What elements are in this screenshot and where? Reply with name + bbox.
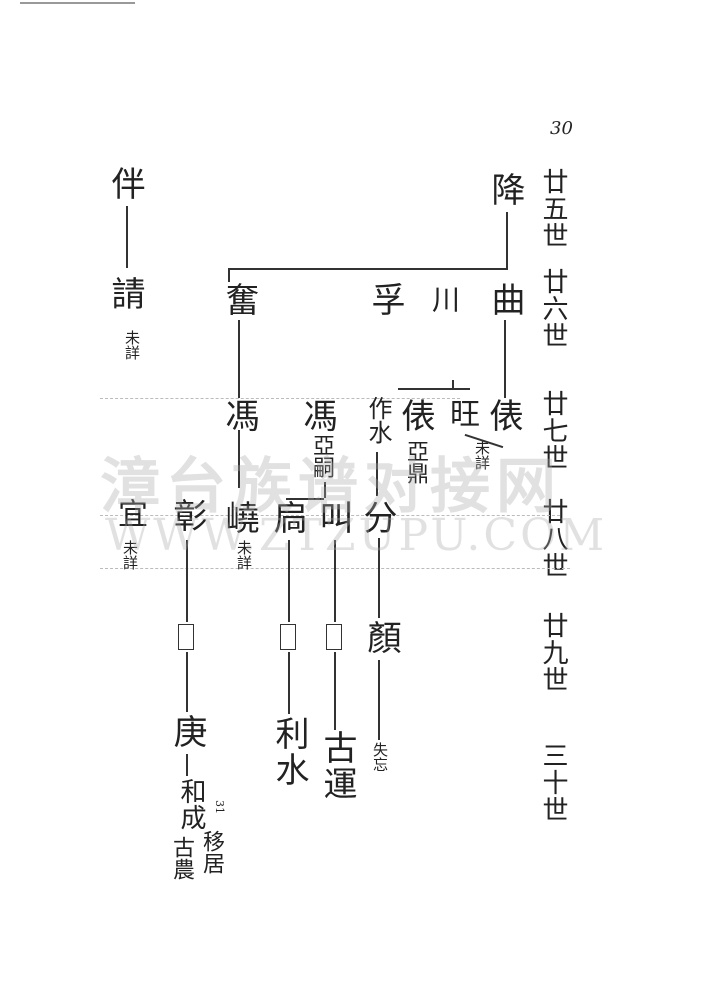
- person-29-yan: 顏: [361, 620, 401, 656]
- person-30-guyun: 古運: [317, 730, 357, 802]
- generation-label-30: 三十世: [538, 742, 568, 823]
- lineage-line: [398, 388, 470, 390]
- person-29-unknown-box: [280, 624, 296, 650]
- generation-number-31: 31: [213, 800, 226, 814]
- person-28-jiong: 扃: [267, 500, 307, 536]
- person-27-biao: 俵: [483, 398, 523, 434]
- lineage-line: [186, 652, 188, 712]
- person-29-unknown-box: [178, 624, 194, 650]
- person-31-hecheng: 和成: [176, 778, 206, 830]
- lineage-line: [288, 652, 290, 714]
- generation-label-28: 廿八世: [538, 498, 568, 579]
- lineage-line: [452, 380, 454, 388]
- person-28-yi: 宜: [112, 498, 147, 530]
- person-28-yao: 嶢: [219, 500, 259, 536]
- page-number: 30: [550, 118, 573, 139]
- person-26-chuan: 川: [428, 285, 461, 315]
- person-27-feng: 馮: [297, 398, 337, 434]
- lineage-line: [334, 540, 336, 622]
- lineage-line: [378, 660, 380, 740]
- note-unknown-yao: 未詳: [235, 540, 253, 570]
- lineage-line: [238, 430, 240, 488]
- person-30-lishui: 利水: [269, 716, 309, 788]
- person-25-jiang: 降: [485, 172, 525, 208]
- person-30-geng: 庚: [167, 714, 207, 750]
- watermark-url: WWW.ZTZUPU.COM: [105, 510, 608, 561]
- ruled-line: [100, 398, 460, 399]
- person-28-zhang: 彰: [167, 498, 207, 534]
- person-27-feng-tag: 亞嗣: [309, 434, 334, 478]
- lineage-line: [228, 268, 508, 270]
- generation-label-29: 廿九世: [538, 612, 568, 693]
- note-unknown-biao: 未詳: [473, 440, 491, 470]
- lineage-line: [324, 482, 326, 498]
- person-29-unknown-box: [326, 624, 342, 650]
- generation-label-25: 廿五世: [538, 168, 568, 249]
- lineage-line: [286, 498, 324, 500]
- lineage-line: [504, 320, 506, 398]
- person-26-fen: 奮: [219, 282, 259, 318]
- person-27-feng-2: 馮: [219, 398, 259, 434]
- lineage-line: [238, 320, 240, 398]
- note-lost: 失忘: [371, 742, 389, 772]
- person-27-zuoshui: 作水: [364, 396, 392, 444]
- person-27-tag: 亞鼎: [403, 440, 428, 484]
- watermark-text: 漳台族谱对接网: [100, 452, 562, 522]
- ruled-line: [100, 515, 560, 516]
- generation-label-26: 廿六世: [538, 268, 568, 349]
- person-26-fu: 孚: [365, 282, 405, 318]
- person-27-biao-2: 俵: [395, 398, 435, 434]
- lineage-line: [506, 212, 508, 270]
- note-place: 古農: [169, 836, 194, 880]
- lineage-line: [376, 452, 378, 496]
- person-26-qu: 曲: [485, 282, 525, 318]
- person-28-jiao: 叫: [313, 500, 353, 536]
- generation-label-27: 廿七世: [538, 390, 568, 471]
- person-28-fen: 分: [357, 500, 397, 536]
- person-26-qing: 請: [105, 276, 145, 312]
- person-27-wang: 旺: [444, 398, 479, 430]
- lineage-line: [126, 206, 128, 268]
- lineage-line: [334, 652, 336, 730]
- person-25-ban: 伴: [105, 166, 145, 202]
- note-unknown-yi: 未詳: [121, 540, 139, 570]
- lineage-line: [378, 538, 380, 618]
- lineage-line: [288, 540, 290, 622]
- lineage-line: [186, 754, 188, 776]
- lineage-line: [228, 268, 230, 282]
- note-unknown-qing: 未詳: [123, 330, 141, 360]
- lineage-line: [186, 540, 188, 622]
- note-moved: 移居: [199, 830, 224, 874]
- scan-top-mark: [20, 2, 135, 10]
